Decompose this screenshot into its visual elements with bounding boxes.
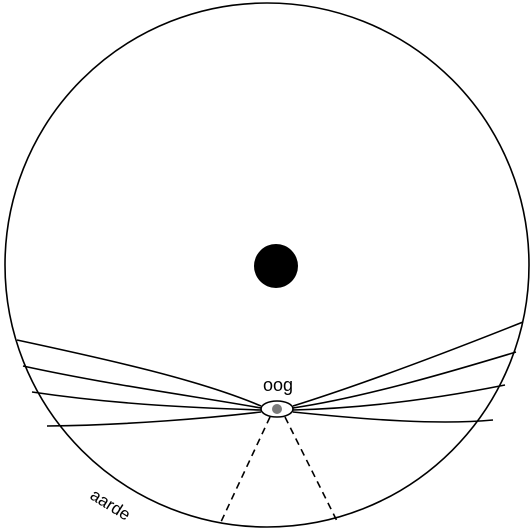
right-curve-1 bbox=[293, 322, 523, 406]
left-curve-4 bbox=[47, 412, 261, 426]
sight-lines bbox=[220, 417, 337, 524]
eye-label: oog bbox=[263, 375, 293, 395]
central-body bbox=[254, 244, 298, 288]
right-curve-sheaf bbox=[293, 322, 523, 422]
earth-label: aarde bbox=[87, 485, 134, 524]
left-curve-sheaf bbox=[17, 340, 261, 426]
sight-line-right bbox=[285, 417, 337, 521]
right-curve-4 bbox=[293, 412, 493, 422]
right-curve-3 bbox=[293, 385, 505, 410]
left-curve-3 bbox=[32, 392, 261, 410]
right-curve-2 bbox=[293, 352, 516, 408]
sight-line-left bbox=[220, 417, 270, 524]
eye-pupil bbox=[272, 404, 282, 414]
left-curve-2 bbox=[23, 366, 261, 408]
